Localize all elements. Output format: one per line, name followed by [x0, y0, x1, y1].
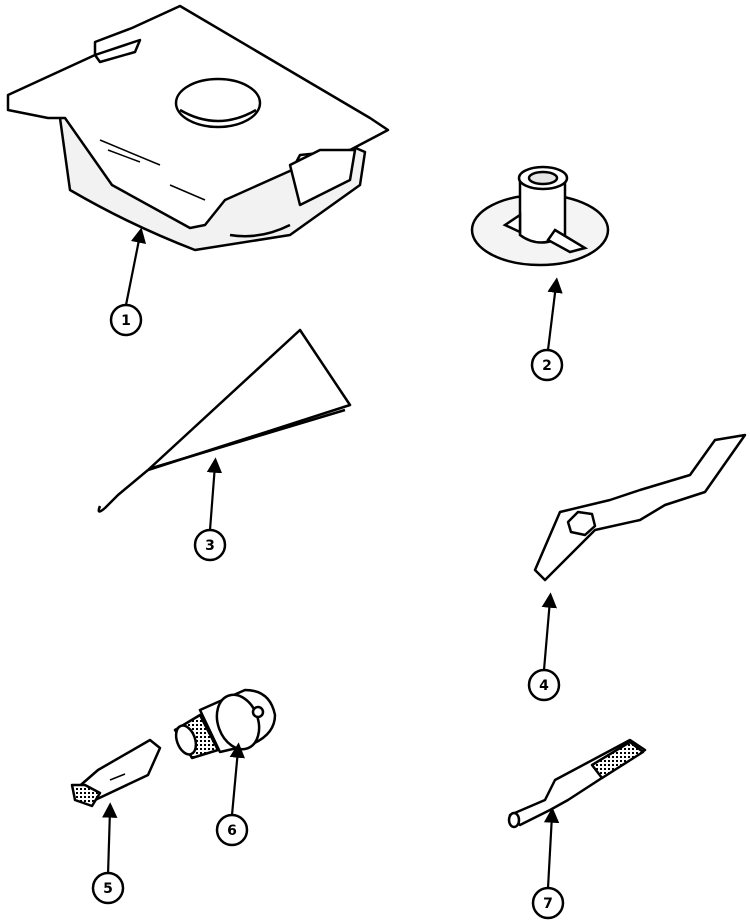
- leader-arrow-7: [543, 807, 560, 889]
- callout-1: 1: [109, 303, 143, 337]
- bit-part: [70, 738, 162, 808]
- wire-hook-tool-part: [97, 328, 352, 513]
- leader-arrow-6: [229, 742, 245, 816]
- leader-arrows: [102, 227, 563, 889]
- pin-part: [507, 738, 647, 829]
- callout-6: 6: [215, 813, 249, 847]
- callout-7: 7: [531, 886, 565, 920]
- cup-fastener-part: [470, 165, 610, 267]
- callout-2: 2: [530, 348, 564, 382]
- callout-5: 5: [91, 871, 125, 905]
- socket-part: [173, 688, 277, 760]
- leader-arrow-2: [546, 277, 563, 351]
- flat-wrench-part: [533, 433, 747, 582]
- callout-5-label: 5: [103, 881, 113, 897]
- callout-3-label: 3: [205, 538, 215, 554]
- callout-4: 4: [527, 668, 561, 702]
- leader-arrow-4: [541, 592, 558, 671]
- leader-arrow-5: [102, 802, 118, 876]
- leader-arrow-1: [124, 227, 147, 306]
- mounting-plate-part: [6, 4, 390, 252]
- callout-2-label: 2: [542, 358, 552, 374]
- callout-1-label: 1: [121, 313, 131, 329]
- callout-3: 3: [193, 528, 227, 562]
- callout-6-label: 6: [227, 823, 237, 839]
- callout-7-label: 7: [543, 896, 553, 912]
- leader-arrow-3: [206, 457, 223, 531]
- callout-4-label: 4: [539, 678, 549, 694]
